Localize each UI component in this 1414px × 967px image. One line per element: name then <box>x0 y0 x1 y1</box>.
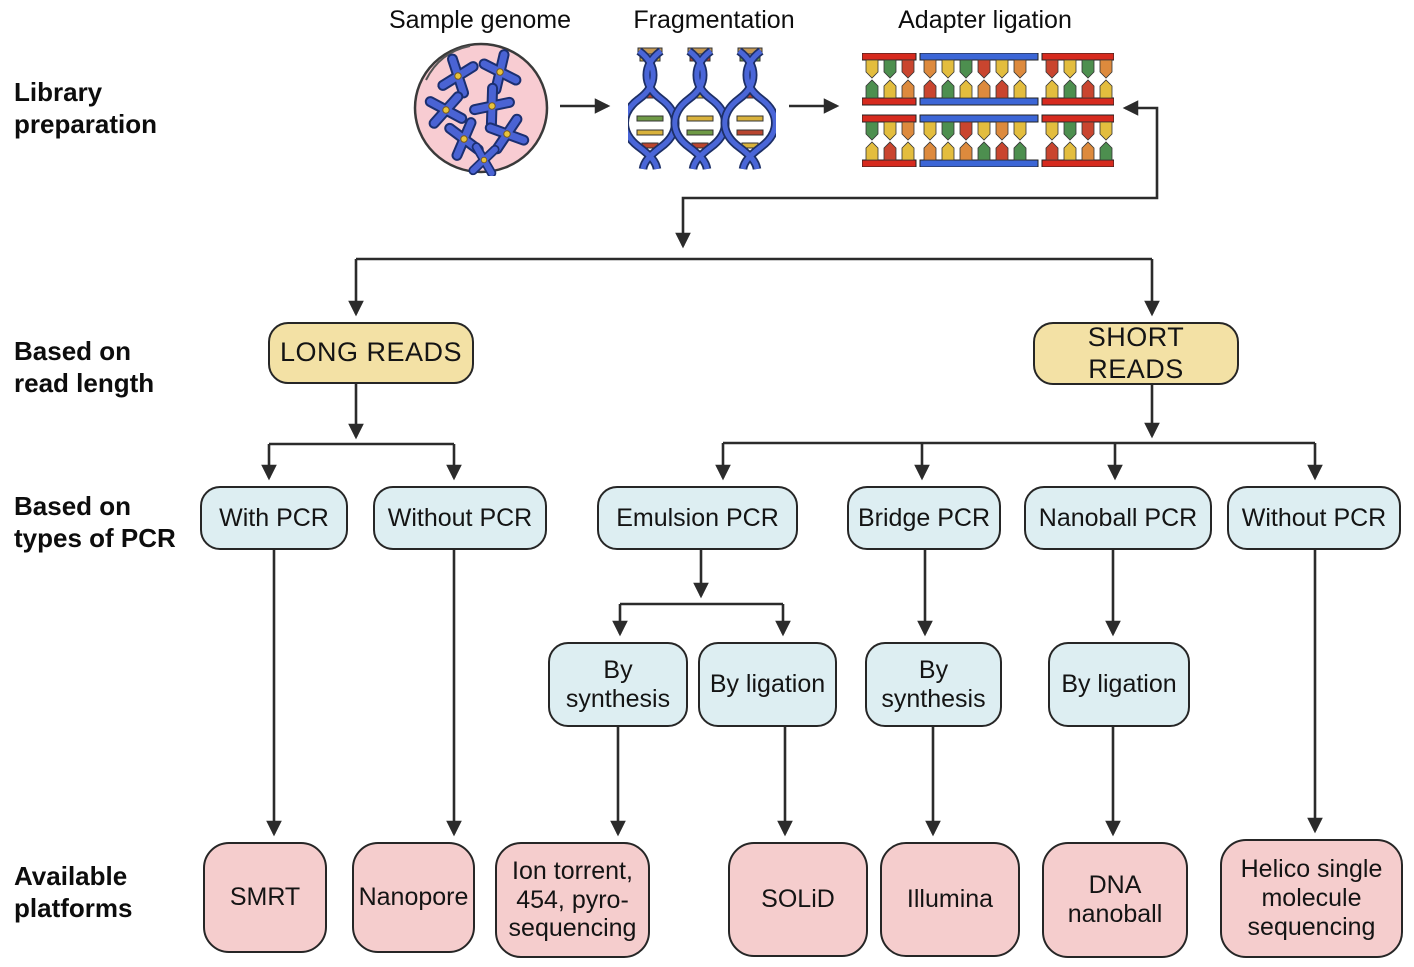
node-nanopore: Nanopore <box>352 842 475 953</box>
label-line: preparation <box>14 109 158 139</box>
node-emulsion-pcr: Emulsion PCR <box>597 486 798 550</box>
node-by-synthesis-emulsion: By synthesis <box>548 642 688 727</box>
label-line: types of PCR <box>14 523 176 553</box>
arrow-adapter-to-split <box>675 100 1159 249</box>
label-line: platforms <box>14 893 133 923</box>
node-by-synthesis-bridge: By synthesis <box>865 642 1002 727</box>
node-ion-torrent: Ion torrent, 454, pyro-sequencing <box>495 842 650 958</box>
node-short-reads: SHORT READS <box>1033 322 1239 385</box>
label-adapter-ligation: Adapter ligation <box>898 6 1072 34</box>
node-long-reads: LONG READS <box>268 322 474 384</box>
node-by-ligation-emulsion: By ligation <box>698 642 837 727</box>
label-based-on-types-of-pcr: Based on types of PCR <box>14 490 176 554</box>
label-line: Based on <box>14 336 132 366</box>
label-fragmentation: Fragmentation <box>633 6 795 34</box>
node-smrt: SMRT <box>203 842 327 953</box>
dna-helix-fragments-icon <box>620 46 780 177</box>
label-line: read length <box>14 368 155 398</box>
node-by-ligation-nanoball: By ligation <box>1048 642 1190 727</box>
adapter-ligated-dna-icon <box>861 52 1115 172</box>
node-without-pcr-long: Without PCR <box>373 486 547 550</box>
node-solid: SOLiD <box>728 842 868 957</box>
label-sample-genome: Sample genome <box>388 6 572 34</box>
node-nanoball-pcr: Nanoball PCR <box>1024 486 1212 550</box>
chromosome-icon <box>424 49 530 178</box>
node-bridge-pcr: Bridge PCR <box>847 486 1001 550</box>
label-library-preparation: Library preparation <box>14 76 157 140</box>
node-illumina: Illumina <box>880 842 1020 957</box>
label-available-platforms: Available platforms <box>14 860 132 924</box>
node-with-pcr: With PCR <box>200 486 348 550</box>
node-dna-nanoball: DNA nanoball <box>1042 842 1188 958</box>
node-helico: Helico single molecule sequencing <box>1220 839 1403 958</box>
cell-with-chromosomes-icon <box>408 36 554 181</box>
label-line: Available <box>14 861 128 891</box>
label-line: Library <box>14 77 103 107</box>
label-based-on-read-length: Based on read length <box>14 335 154 399</box>
label-line: Based on <box>14 491 132 521</box>
node-without-pcr-short: Without PCR <box>1227 486 1401 550</box>
